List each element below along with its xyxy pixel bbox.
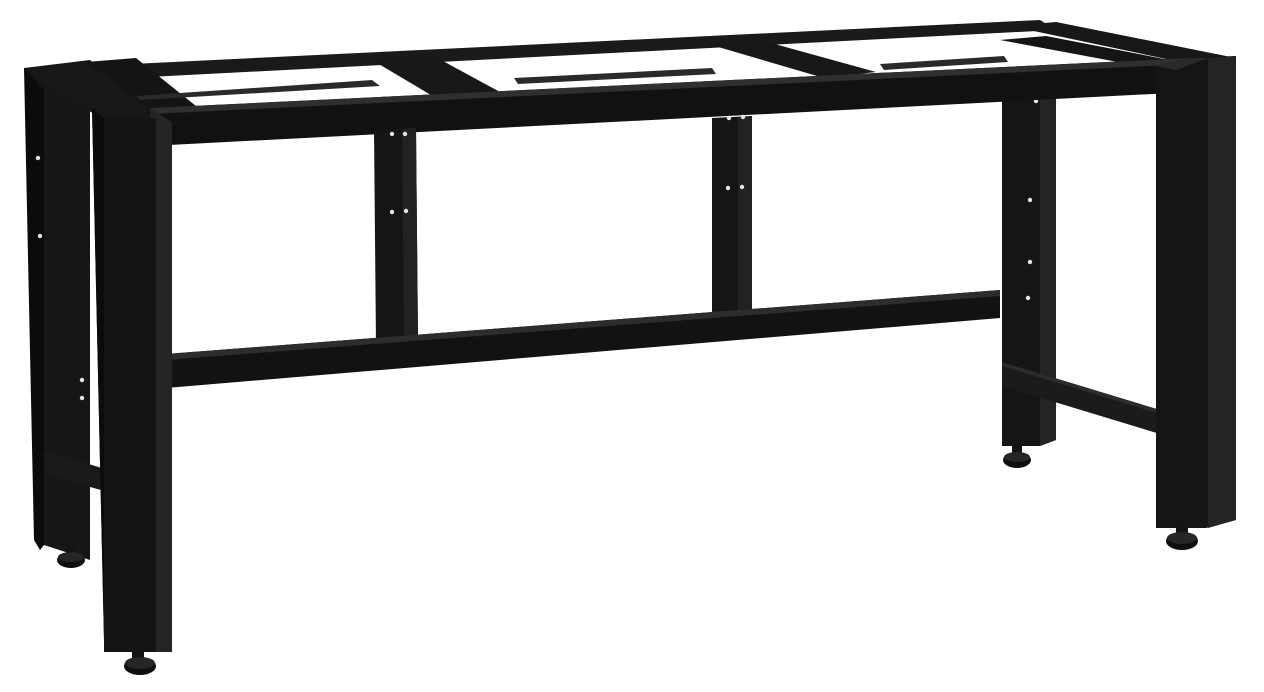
back-left-post: [24, 68, 90, 560]
right-side-lower-rail: [1002, 362, 1160, 434]
middle-upright-left: [374, 128, 418, 344]
middle-upright-right: [712, 114, 752, 312]
front-lower-rail: [166, 290, 1000, 388]
back-right-post: [1002, 70, 1056, 446]
front-left-foot: [124, 648, 156, 675]
back-right-foot: [1003, 440, 1031, 468]
left-side-lower-rail: [44, 450, 108, 492]
front-right-leg: [1156, 56, 1236, 528]
front-left-leg: [92, 108, 172, 652]
back-left-foot: [57, 540, 85, 568]
top-frame: [24, 20, 1236, 146]
front-right-foot: [1166, 524, 1198, 550]
